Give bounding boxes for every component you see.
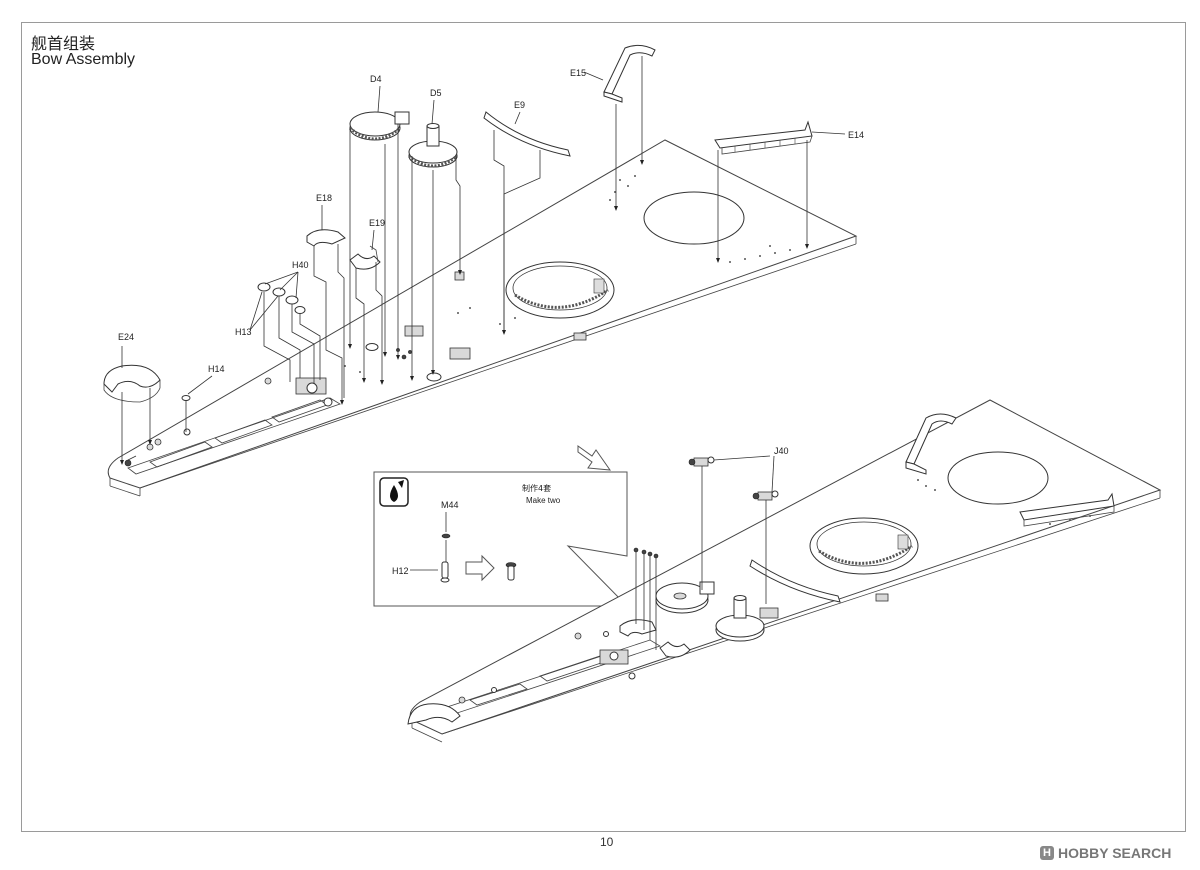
deck-opening-large (643, 191, 745, 245)
step-arrow (577, 445, 612, 471)
part-e19: E19 (349, 218, 385, 270)
assembled-bow-view: J40 (407, 399, 1162, 743)
barbette-ring (505, 261, 615, 319)
label-d5: D5 (430, 88, 442, 98)
part-d5-assembled (715, 595, 765, 642)
watermark-text: HOBBY SEARCH (1058, 845, 1172, 861)
deck-locator-dots (344, 175, 791, 373)
page-title: Bow Assembly (31, 51, 136, 68)
label-h40: H40 (292, 260, 309, 270)
label-e19: E19 (369, 218, 385, 228)
part-d4: D4 (349, 74, 410, 141)
page-frame (21, 22, 1186, 832)
page-number: 10 (600, 835, 614, 849)
part-e9: E9 (483, 100, 571, 157)
deck-fittings (124, 271, 587, 467)
label-j40: J40 (774, 446, 789, 456)
label-h14: H14 (208, 364, 225, 374)
subassembly-inset: M44 H12 制作4套 Make two (373, 471, 629, 607)
part-e18: E18 (306, 193, 346, 247)
label-h12: H12 (392, 566, 409, 576)
page-title-chinese: 舰首组装 (31, 34, 96, 53)
label-d4: D4 (370, 74, 382, 84)
part-e15-assembled (905, 413, 957, 475)
inset-note-chinese: 制作4套 (522, 483, 551, 493)
part-d5: D5 (408, 88, 458, 168)
deck-fittings-assembled (458, 479, 1091, 704)
part-e14-assembled (1019, 492, 1115, 527)
part-e24: E24 (103, 332, 161, 403)
deck-opening-large-assembled (947, 451, 1049, 505)
part-e9-assembled (749, 559, 841, 603)
barbette-ring-assembled (809, 517, 919, 575)
exploded-bow-assembly: D4 D5 E9 E15 (103, 44, 864, 497)
guide-arrowheads (120, 160, 809, 465)
label-e14: E14 (848, 130, 864, 140)
part-e15: E15 (570, 44, 656, 103)
label-h13: H13 (235, 327, 252, 337)
part-e19-assembled (659, 641, 691, 658)
mast-posts (633, 547, 659, 650)
watermark-badge-icon: H (1040, 846, 1054, 860)
watermark: H HOBBY SEARCH (1040, 844, 1171, 862)
label-e18: E18 (316, 193, 332, 203)
deck-plate (107, 139, 858, 497)
assembly-guide-lines (121, 56, 846, 461)
part-h40-h13: H40 H13 (235, 260, 309, 337)
part-e18-assembled (619, 619, 657, 637)
label-e24: E24 (118, 332, 134, 342)
cement-drop-icon (379, 477, 409, 507)
label-m44: M44 (441, 500, 459, 510)
part-h14: H14 (181, 364, 225, 432)
right-arrow-icon (465, 554, 495, 582)
deck-fitting-assembled (759, 607, 779, 619)
part-e14: E14 (714, 120, 864, 155)
inset-note: Make two (526, 496, 561, 505)
label-e15: E15 (570, 68, 586, 78)
part-e24-assembled (407, 703, 461, 725)
part-j40: J40 (688, 446, 789, 604)
label-e9: E9 (514, 100, 525, 110)
